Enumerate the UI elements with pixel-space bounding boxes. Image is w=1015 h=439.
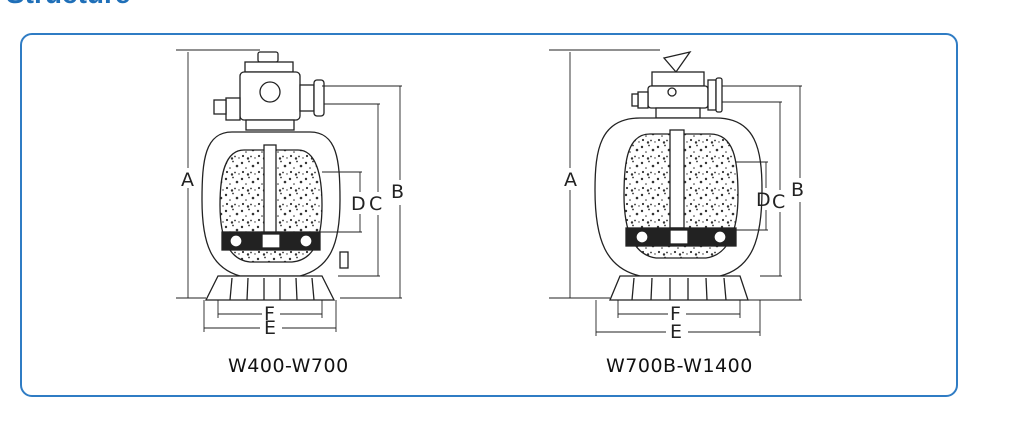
model-caption-w400-w700: W400-W700 — [228, 355, 349, 377]
dim-f-label: F — [264, 303, 275, 325]
dim-c-label: C — [369, 193, 382, 215]
model-caption-w700b-w1400: W700B-W1400 — [606, 355, 753, 377]
dim-b-label: B — [791, 179, 804, 201]
tank-base — [204, 275, 336, 301]
dim-d-label: D — [756, 189, 771, 211]
diagram-frame — [20, 33, 958, 397]
dim-b-label: B — [391, 181, 404, 203]
dim-a-label: A — [564, 169, 577, 191]
filter-w700b-w1400 — [549, 49, 802, 336]
tank-base — [609, 275, 749, 301]
valve-handle — [662, 50, 692, 74]
dim-d-label: D — [351, 193, 366, 215]
dim-c-label: C — [772, 191, 785, 213]
multiport-valve — [647, 85, 709, 109]
dim-e-label: E — [670, 321, 682, 343]
filter-w400-w700 — [176, 49, 402, 332]
valve-knob — [257, 51, 279, 63]
multiport-valve — [239, 71, 301, 121]
dim-e-label: E — [264, 317, 276, 339]
dim-a-label: A — [181, 169, 194, 191]
section-title: Structure — [6, 0, 130, 10]
dim-f-label: F — [670, 303, 681, 325]
